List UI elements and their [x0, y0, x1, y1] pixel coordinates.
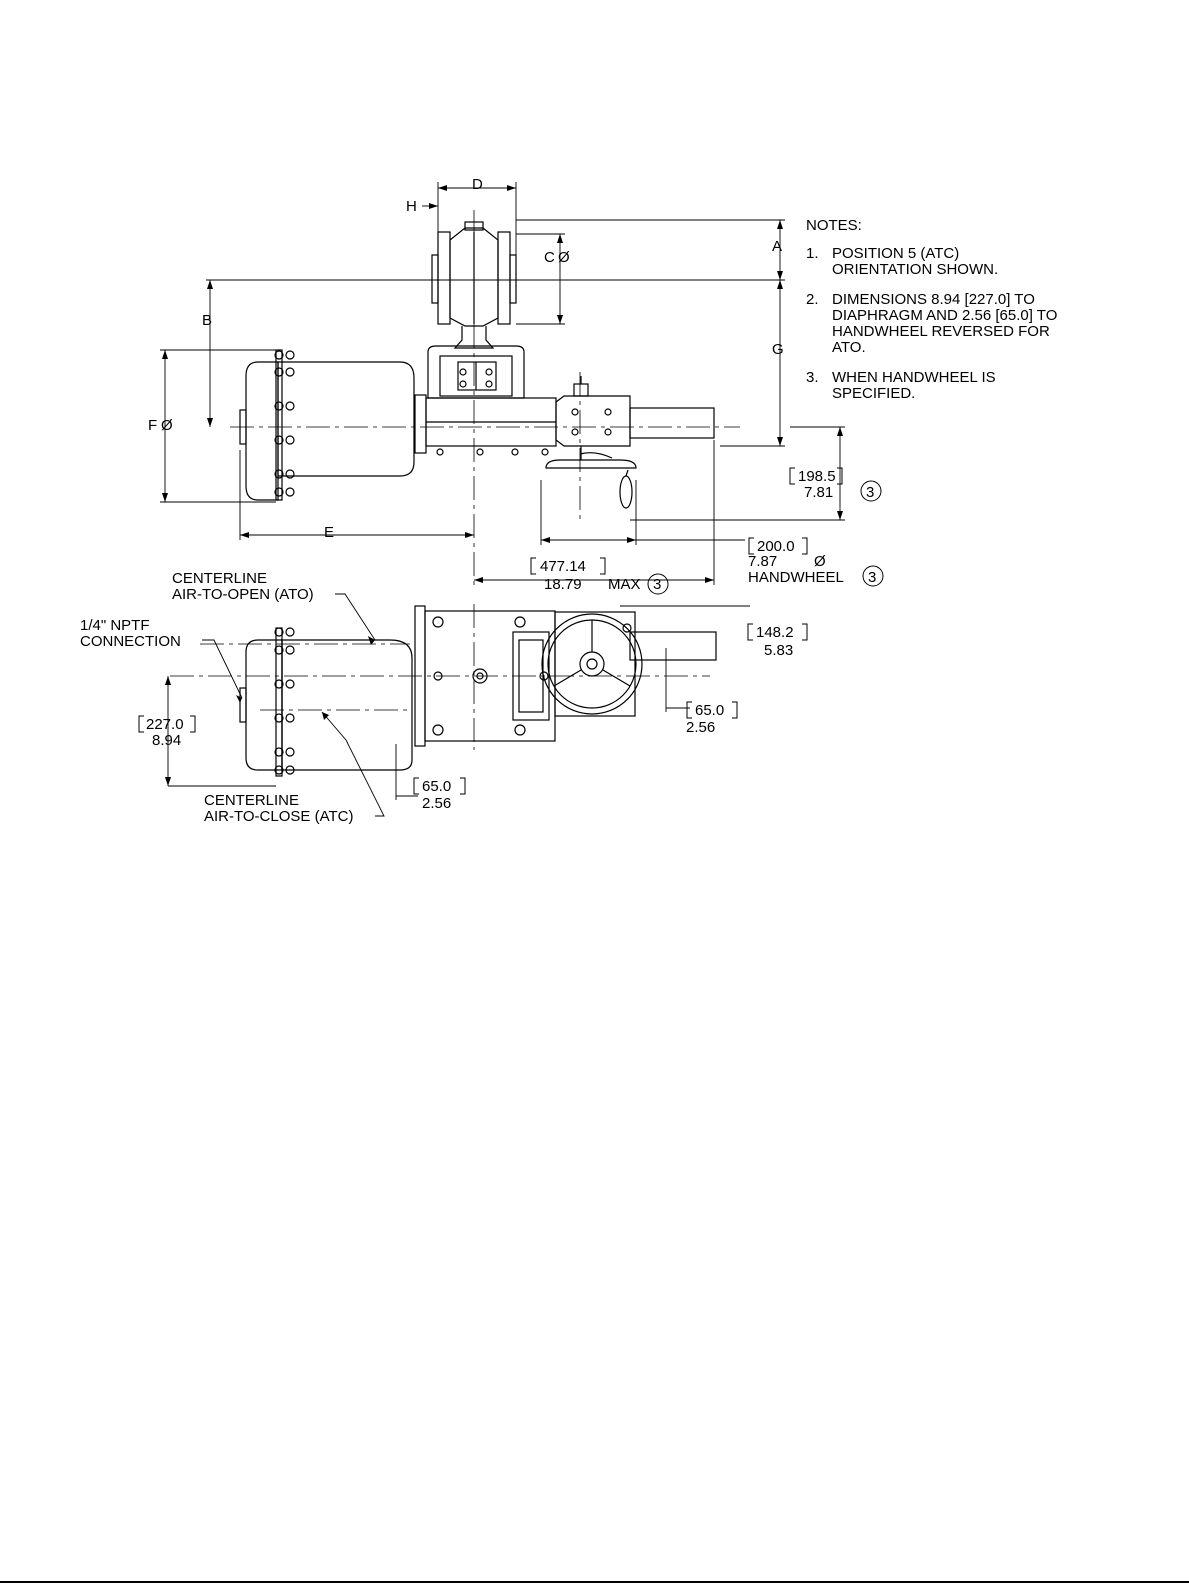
dim-477-mm: 477.14: [540, 558, 586, 575]
dim-200-dia-icon: Ø: [814, 553, 826, 570]
note-item: 2. DIMENSIONS 8.94 [227.0] TO DIAPHRAGM …: [806, 292, 1072, 356]
dim-max-label: MAX: [608, 576, 641, 593]
gearbox: [555, 376, 715, 447]
dim-f-dia-icon: Ø: [161, 417, 173, 434]
dimension-labels: D H A C Ø B G F Ø E 198.5 7.81 3 200.0 7…: [146, 176, 876, 812]
cl-ato-line2: AIR-TO-OPEN (ATO): [172, 586, 314, 603]
dim-65a-mm: 65.0: [695, 702, 724, 719]
dim-198-mm: 198.5: [798, 468, 836, 485]
note-item: 3. WHEN HANDWHEEL IS SPECIFIED.: [806, 370, 1072, 402]
dimension-lines-top: [160, 182, 845, 585]
arrowheads: [162, 185, 843, 786]
dim-148-in: 5.83: [764, 642, 793, 659]
dim-65a-in: 2.56: [686, 719, 715, 736]
dim-h-label: H: [406, 198, 417, 215]
dim-227-mm: 227.0: [146, 716, 184, 733]
yoke: [427, 345, 525, 399]
dim-e-label: E: [324, 524, 334, 541]
dim-477-in: 18.79: [544, 576, 582, 593]
note-number: 2.: [806, 291, 819, 308]
centerlines-top: [230, 210, 740, 590]
dim-227-in: 8.94: [152, 732, 181, 749]
dim-65b-in: 2.56: [422, 795, 451, 812]
callout-labels: CENTERLINE AIR-TO-OPEN (ATO) 1/4" NPTF C…: [80, 570, 353, 825]
plan-diaphragm-bolts: [274, 627, 295, 775]
dim-g-label: G: [772, 341, 784, 358]
note-ref-circles: [647, 480, 884, 595]
note-text: POSITION 5 (ATC) ORIENTATION SHOWN.: [832, 245, 999, 278]
actuator-housing: [414, 394, 557, 456]
note-item: 1. POSITION 5 (ATC) ORIENTATION SHOWN.: [806, 246, 1072, 278]
nptf-line1: 1/4" NPTF: [80, 617, 150, 634]
dim-200-mm: 200.0: [757, 538, 795, 555]
dim-d-label: D: [472, 176, 483, 193]
dim-65b-mm: 65.0: [422, 778, 451, 795]
note-number: 3.: [806, 369, 819, 386]
note-number: 1.: [806, 245, 819, 262]
cl-atc-line2: AIR-TO-CLOSE (ATC): [204, 808, 353, 825]
diaphragm-case: [239, 349, 415, 501]
cl-ato-line1: CENTERLINE: [172, 570, 267, 587]
plan-actuator-body: [414, 605, 636, 747]
dim-200-in: 7.87: [748, 553, 777, 570]
dim-handwheel-label: HANDWHEEL: [748, 569, 844, 586]
centerlines-bottom: [170, 604, 710, 750]
dim-c-dia-icon: Ø: [558, 249, 570, 266]
dim-b-label: B: [202, 312, 212, 329]
cl-atc-line1: CENTERLINE: [204, 792, 299, 809]
notes-block: NOTES: 1. POSITION 5 (ATC) ORIENTATION S…: [806, 218, 1072, 416]
dim-a-label: A: [772, 238, 782, 255]
notes-title: NOTES:: [806, 217, 862, 234]
handwheel-side: [545, 446, 637, 509]
diaphragm-bolts: [274, 350, 295, 497]
note-ref-max: 3: [653, 576, 661, 593]
note-text: WHEN HANDWHEEL IS SPECIFIED.: [832, 369, 996, 402]
dim-f-label: F: [148, 417, 157, 434]
note-ref-handwheel: 3: [868, 569, 876, 586]
dimension-lines-bottom: [167, 593, 750, 817]
nptf-line2: CONNECTION: [80, 633, 181, 650]
plan-diaphragm: [239, 627, 413, 777]
dim-198-in: 7.81: [804, 484, 833, 501]
note-text: DIMENSIONS 8.94 [227.0] TO DIAPHRAGM AND…: [832, 291, 1058, 356]
mm-brackets: [138, 467, 843, 795]
plan-handwheel: [541, 613, 717, 715]
note-ref-198: 3: [866, 484, 874, 501]
dim-148-mm: 148.2: [756, 624, 794, 641]
dim-c-label: C: [544, 249, 555, 266]
